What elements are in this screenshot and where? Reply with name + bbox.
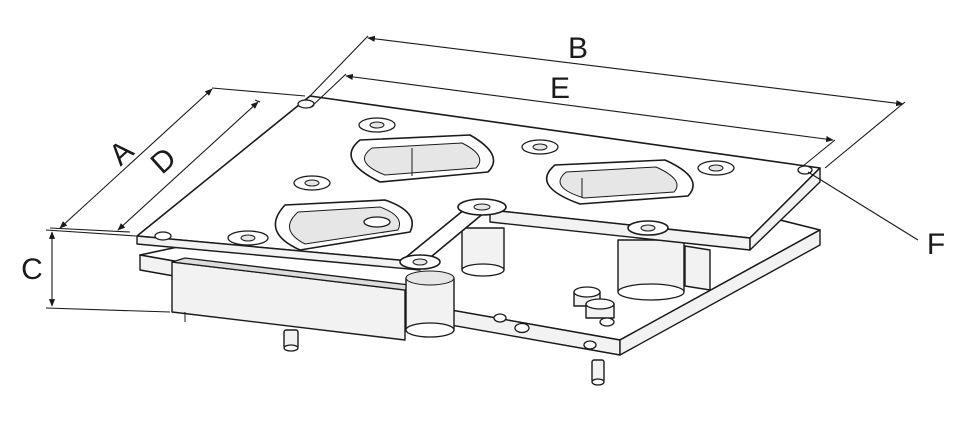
label-d: D bbox=[145, 141, 183, 180]
spacer-center bbox=[461, 227, 505, 277]
label-f: F bbox=[927, 228, 945, 261]
base-holes bbox=[493, 313, 597, 350]
pocket-top bbox=[350, 134, 495, 183]
spacer-right bbox=[617, 239, 685, 301]
dimension-lines bbox=[45, 35, 919, 313]
base-screws bbox=[573, 286, 615, 327]
foot-pins bbox=[283, 329, 605, 386]
label-e: E bbox=[550, 72, 570, 105]
right-block bbox=[684, 245, 711, 291]
clamp-screws bbox=[399, 198, 669, 270]
front-block bbox=[171, 257, 419, 341]
label-c: C bbox=[21, 253, 43, 286]
pocket-left bbox=[274, 199, 413, 251]
pocket-right bbox=[545, 159, 694, 205]
label-b: B bbox=[568, 32, 588, 65]
label-a: A bbox=[103, 134, 140, 172]
spacer-left bbox=[405, 270, 455, 338]
